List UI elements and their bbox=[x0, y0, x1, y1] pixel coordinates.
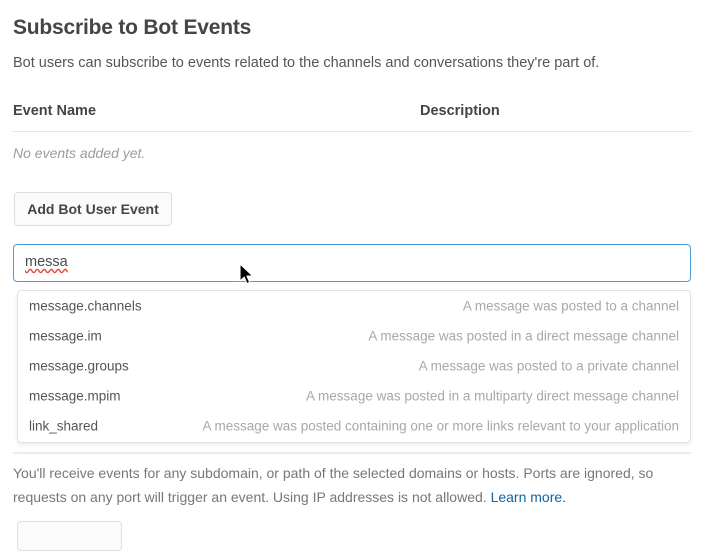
dropdown-option[interactable]: message.mpim A message was posted in a m… bbox=[18, 381, 690, 411]
dropdown-option[interactable]: link_shared A message was posted contain… bbox=[18, 411, 690, 441]
subscribe-bot-events-page: Subscribe to Bot Events Bot users can su… bbox=[0, 16, 691, 551]
footer-note-text: You'll receive events for any subdomain,… bbox=[13, 465, 654, 505]
footer-button[interactable] bbox=[17, 521, 122, 551]
event-search-field[interactable] bbox=[13, 244, 691, 282]
table-header-divider bbox=[13, 131, 691, 132]
event-autocomplete-dropdown[interactable]: message.channels A message was posted to… bbox=[17, 290, 691, 443]
footer-divider bbox=[13, 452, 691, 454]
page-title: Subscribe to Bot Events bbox=[13, 16, 252, 39]
column-header-description: Description bbox=[420, 103, 500, 119]
page-description: Bot users can subscribe to events relate… bbox=[13, 55, 600, 71]
dropdown-option-name: message.mpim bbox=[29, 388, 121, 404]
footer-note: You'll receive events for any subdomain,… bbox=[13, 461, 685, 509]
add-bot-user-event-button[interactable]: Add Bot User Event bbox=[14, 192, 172, 226]
dropdown-option[interactable]: message.groups A message was posted to a… bbox=[18, 351, 690, 381]
search-input[interactable] bbox=[13, 244, 691, 282]
dropdown-option-description: A message was posted in a direct message… bbox=[368, 328, 679, 344]
dropdown-option-name: link_shared bbox=[29, 418, 99, 434]
dropdown-option-name: message.channels bbox=[29, 298, 142, 314]
events-table-header: Event Name Description bbox=[0, 103, 691, 131]
dropdown-option-description: A message was posted in a multiparty dir… bbox=[306, 388, 679, 404]
events-empty-message: No events added yet. bbox=[13, 145, 146, 161]
dropdown-option-name: message.im bbox=[29, 328, 102, 344]
learn-more-link[interactable]: Learn more. bbox=[490, 489, 567, 505]
dropdown-option-description: A message was posted containing one or m… bbox=[202, 418, 679, 434]
dropdown-option[interactable]: message.channels A message was posted to… bbox=[18, 291, 690, 321]
dropdown-option-description: A message was posted to a private channe… bbox=[418, 358, 679, 374]
dropdown-option[interactable]: message.im A message was posted in a dir… bbox=[18, 321, 690, 351]
column-header-event-name: Event Name bbox=[13, 103, 97, 119]
dropdown-option-name: message.groups bbox=[29, 358, 129, 374]
dropdown-option-description: A message was posted to a channel bbox=[462, 298, 679, 314]
